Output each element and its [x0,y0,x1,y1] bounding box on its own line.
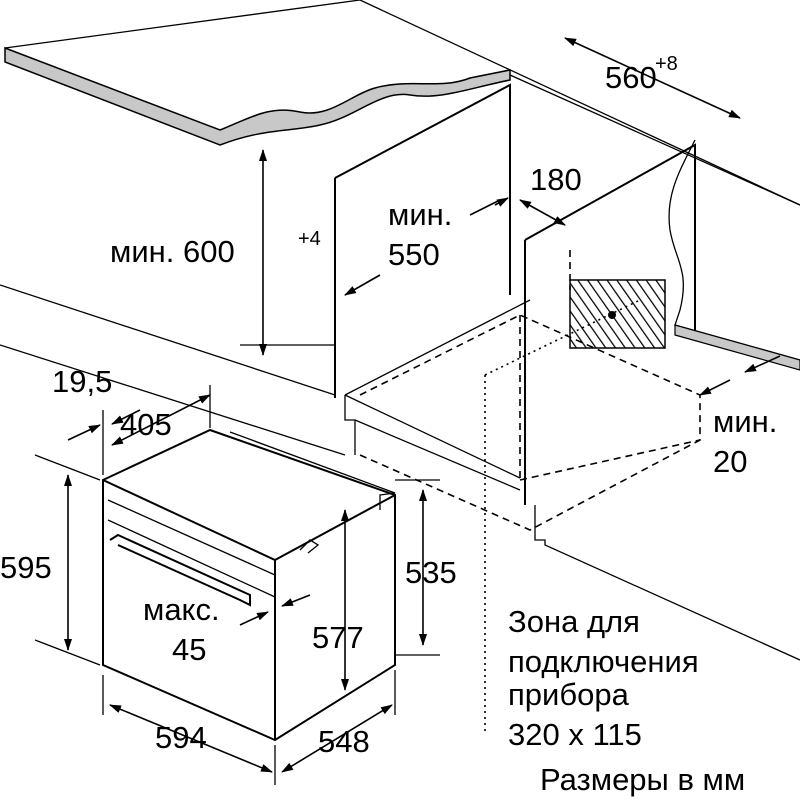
dimension-labels: 560 +8 180 мин. 550 мин. 600 +4 19,5 405… [0,53,777,797]
oven-depth-label: 548 [318,724,370,759]
niche-depth-label: 550 [388,237,440,272]
connection-zone-hatch [569,279,666,349]
oven-inner-height-label: 577 [312,620,364,655]
bottom-gap-label: 20 [713,444,747,479]
oven-body-height-label: 535 [405,555,457,590]
oven-width-label: 594 [155,720,207,755]
connection-zone-line1: Зона для [508,604,640,639]
connection-zone-line2: подключения [508,644,699,679]
niche-width-tolerance: +8 [655,53,678,75]
niche-depth-prefix: мин. [388,197,452,232]
niche-height-tolerance: +4 [298,228,321,250]
oven [102,428,396,742]
niche-height-label: мин. 600 [110,234,235,269]
oven-top-depth-label: 405 [120,407,172,442]
units-note: Размеры в мм [540,762,745,797]
right-cabinet [524,143,800,661]
bottom-gap-prefix: мин. [713,404,777,439]
dimension-lines [34,37,781,785]
oven-front-height-label: 595 [0,550,52,585]
connection-zone-line4: 320 x 115 [508,717,642,752]
countertop [4,0,800,371]
left-cabinet [0,83,531,491]
handle-gap-prefix: макс. [143,592,220,627]
connection-zone-line3: прибора [508,677,630,712]
niche-outline [359,250,701,735]
handle-gap-label: 45 [172,632,206,667]
frame-thickness-label: 19,5 [52,364,112,399]
niche-width-label: 560 [605,60,657,95]
rear-gap-label: 180 [530,162,582,197]
